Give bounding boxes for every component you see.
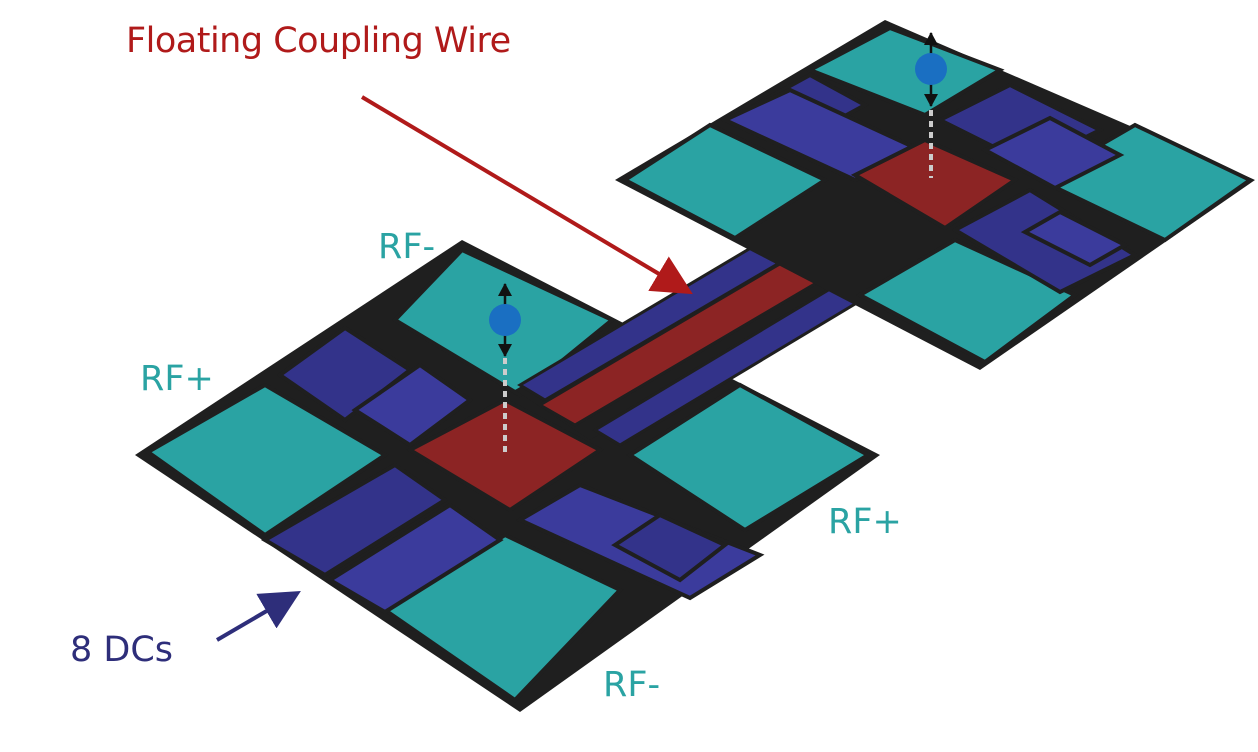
left-trap xyxy=(135,240,880,712)
coupling-wire-callout-arrow xyxy=(360,95,693,295)
left-dc-electrode-6 xyxy=(611,512,729,583)
right-trap xyxy=(615,20,1255,370)
dc-callout-arrow xyxy=(215,590,301,642)
right-dc-electrode-6 xyxy=(1020,209,1130,268)
arrow-up-head xyxy=(924,32,938,45)
left-dc-electrode-4 xyxy=(326,502,504,615)
right-rf-top-electrode xyxy=(805,25,1005,118)
right-rf-plus-label: RF+ xyxy=(828,502,902,542)
arrow-down-head xyxy=(924,94,938,107)
right-rf-left-electrode xyxy=(621,122,830,241)
arrow-down-head xyxy=(498,344,512,357)
right-dc-electrode-4 xyxy=(980,115,1125,191)
blue-dot-icon xyxy=(915,53,947,85)
left-rf-plus-right-electrode xyxy=(626,382,872,533)
left-rf-minus-label: RF- xyxy=(378,227,436,267)
blue-dot-icon xyxy=(489,304,521,336)
left-ion-group xyxy=(489,283,521,452)
right-coupling-pad xyxy=(850,137,1020,231)
left-rf-plus-label: RF+ xyxy=(140,359,214,399)
right-ion-group xyxy=(915,32,947,178)
bottom-rf-minus-label: RF- xyxy=(603,665,661,705)
floating-coupling-wire-label: Floating Coupling Wire xyxy=(126,21,511,61)
arrow-up-head xyxy=(498,283,512,296)
left-coupling-pad xyxy=(405,397,604,513)
left-dc-electrode-3 xyxy=(261,462,449,578)
left-rf-plus-electrode xyxy=(144,382,389,538)
dc-count-label: 8 DCs xyxy=(70,630,174,670)
left-dc-electrode-2 xyxy=(351,362,474,448)
